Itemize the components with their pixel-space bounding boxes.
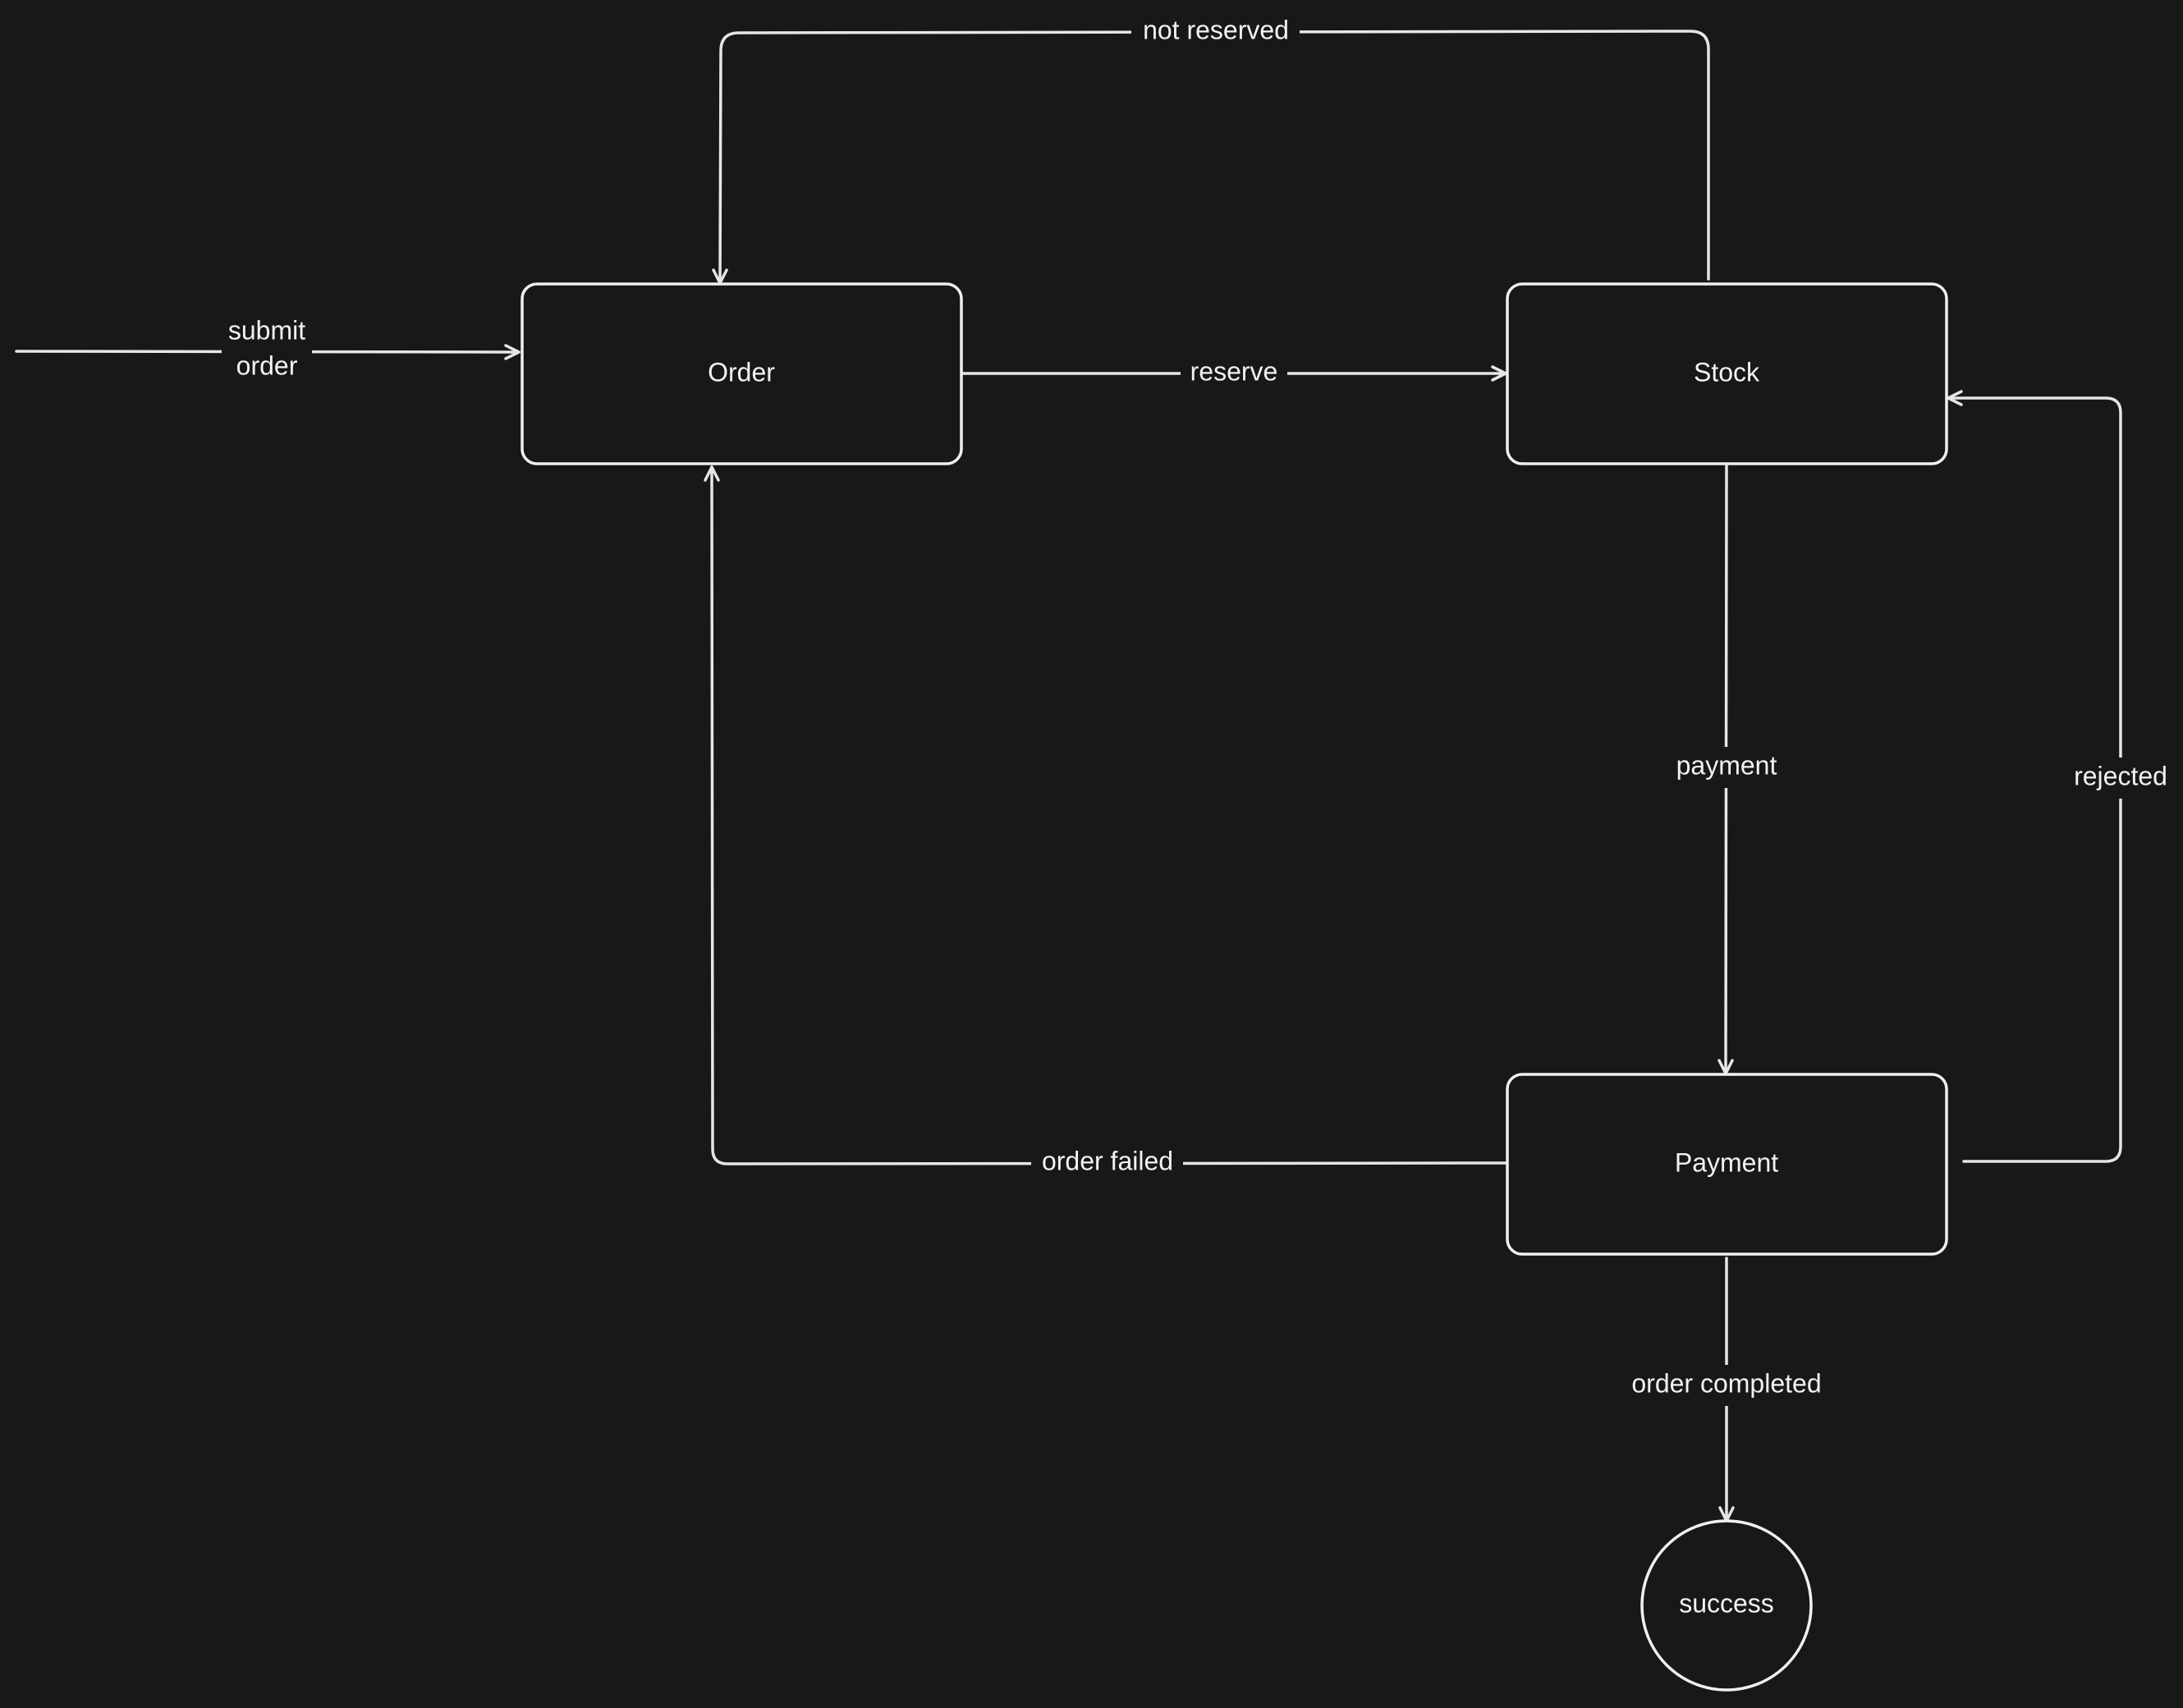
label-submit-order: submit order [222,312,312,394]
label-submit-order-line1: submit [228,315,305,345]
label-order-failed-text: order failed [1042,1146,1173,1175]
label-order-completed-text: order completed [1631,1368,1821,1398]
node-stock[interactable]: Stock [1506,282,1948,465]
label-not-reserved: not reserved [1131,11,1300,53]
label-reserve-text: reserve [1190,356,1278,386]
node-success-label: success [1679,1588,1774,1618]
label-rejected: rejected [2064,758,2177,799]
node-payment[interactable]: Payment [1506,1073,1948,1256]
node-payment-label: Payment [1675,1147,1778,1177]
node-order[interactable]: Order [521,282,963,465]
label-payment-text: payment [1676,750,1777,780]
label-rejected-text: rejected [2074,761,2167,790]
node-stock-label: Stock [1694,357,1760,387]
label-submit-order-line2: order [236,350,298,380]
label-order-failed: order failed [1031,1142,1183,1184]
edge-not-reserved [712,30,1710,285]
label-not-reserved-text: not reserved [1143,15,1289,44]
label-reserve: reserve [1181,353,1287,394]
edge-order-failed [704,465,1507,1165]
label-order-completed: order completed [1624,1365,1829,1406]
node-order-label: Order [708,357,775,387]
node-success[interactable]: success [1640,1519,1813,1692]
label-payment: payment [1667,747,1786,788]
